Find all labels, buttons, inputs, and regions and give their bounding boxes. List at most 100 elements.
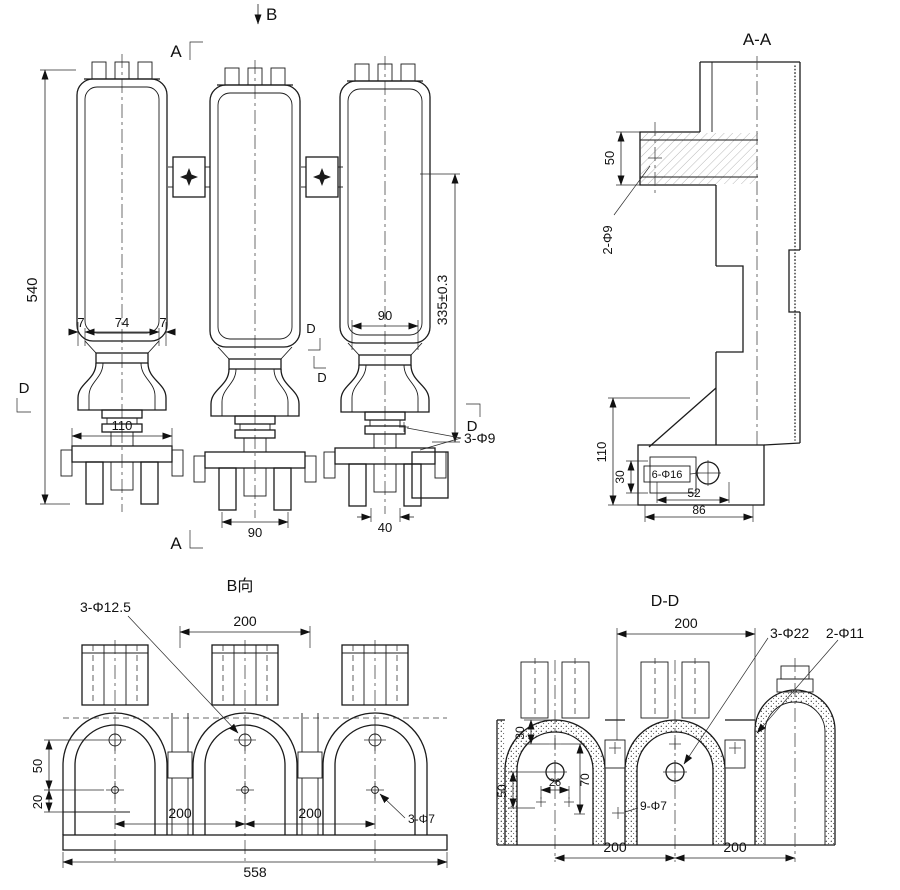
section-d-right-label: D (467, 418, 478, 435)
callout-6-phi16: 6-Φ16 (643, 465, 700, 483)
dim-30-aa-label: 30 (613, 470, 627, 484)
section-aa-view: A-A (594, 30, 801, 522)
dim-50-aa-label: 50 (602, 151, 617, 165)
connector-right (300, 156, 344, 198)
dim-26-dd: 26 (540, 777, 570, 799)
connector-left (167, 156, 211, 198)
label-9-phi7: 9-Φ7 (640, 799, 667, 813)
dd-arch-left (504, 657, 606, 863)
dim-200-b-bottom: 200 200 (114, 805, 376, 828)
dim-7-right-label: 7 (159, 315, 166, 330)
label-3-phi9: 3-Φ9 (464, 430, 496, 446)
dim-110-front: 110 (71, 418, 173, 450)
dim-40-label: 40 (378, 520, 392, 535)
section-a-bottom-marker: A (170, 530, 203, 553)
dim-70-dd: 70 (561, 743, 592, 815)
dim-200-dd-left-label: 200 (603, 839, 627, 855)
section-b-label: B (266, 5, 277, 24)
dim-7-74-7: 7 74 7 (68, 315, 176, 346)
b-arch-middle (192, 639, 298, 863)
dim-20-b-label: 20 (30, 795, 45, 809)
dim-110-aa: 110 (594, 397, 690, 506)
section-d-left-label: D (19, 380, 30, 397)
dim-50-aa: 50 (602, 131, 640, 186)
section-a-bottom-label: A (170, 534, 182, 553)
callout-3-phi7: 3-Φ7 (379, 793, 435, 826)
dim-52-label: 52 (687, 486, 701, 500)
dim-50-dd-label: 50 (495, 784, 509, 798)
callout-3-phi12-5: 3-Φ12.5 (80, 599, 239, 734)
dim-200-b-left-label: 200 (168, 805, 192, 821)
dd-section-view: D-D (495, 593, 864, 863)
pole-right (323, 55, 447, 515)
pole-left (60, 53, 184, 513)
section-d-right-marker: D (466, 403, 481, 435)
label-2-phi9: 2-Φ9 (600, 225, 615, 254)
dim-200-dd-top: 200 (616, 615, 756, 740)
label-3-phi7: 3-Φ7 (408, 812, 435, 826)
dim-86: 86 (644, 503, 754, 522)
dim-200-b-top-label: 200 (233, 613, 257, 629)
dim-540-label: 540 (24, 277, 41, 302)
b-view-title: B向 (227, 577, 254, 595)
label-3-phi22: 3-Φ22 (770, 625, 809, 641)
dim-50-b-label: 50 (30, 759, 45, 773)
section-b-marker: B (254, 4, 277, 25)
dim-200-b-right-label: 200 (298, 805, 322, 821)
pole-middle (193, 59, 317, 519)
dim-90-lower: 90 (221, 512, 289, 540)
pole-right-side-block (411, 451, 449, 499)
callout-3-phi22: 3-Φ22 (683, 625, 809, 765)
callout-3-phi9: 3-Φ9 (399, 422, 496, 451)
dim-26-dd-label: 26 (549, 777, 561, 789)
dim-50-dd: 50 (495, 771, 543, 809)
dim-90-lower-label: 90 (248, 525, 262, 540)
dd-title: D-D (651, 593, 679, 610)
b-direction-view: B向 3-Φ12.5 200 (30, 577, 448, 880)
callout-9-phi7: 9-Φ7 (624, 799, 667, 813)
section-d-left-marker: D (16, 380, 31, 413)
dim-30-aa: 30 (613, 460, 648, 494)
front-view: B A A D D D D (16, 4, 496, 553)
callout-2-phi9: 2-Φ9 (600, 165, 651, 255)
section-a-top-marker: A (170, 41, 203, 61)
b-arch-right (322, 639, 428, 863)
section-a-top-label: A (170, 42, 182, 61)
dim-200-b-top: 200 (179, 613, 311, 648)
dim-90-upper: 90 (351, 308, 419, 350)
dim-70-dd-label: 70 (578, 773, 592, 787)
dim-110-aa-label: 110 (594, 442, 609, 463)
callout-2-phi11: 2-Φ11 (756, 625, 864, 734)
label-6-phi16: 6-Φ16 (652, 469, 683, 481)
section-d-mid-lower-marker: D (313, 356, 327, 385)
dim-50-20-b: 50 20 (30, 739, 104, 813)
dim-200-dd-right-label: 200 (723, 839, 747, 855)
section-aa-title: A-A (743, 30, 772, 49)
dim-86-label: 86 (692, 503, 706, 517)
dim-335: 335±0.3 (420, 173, 460, 443)
label-2-phi11: 2-Φ11 (826, 625, 864, 641)
section-d-mid-upper-marker: D (306, 321, 321, 351)
dd-arch-middle (624, 657, 726, 863)
dim-74-label: 74 (115, 315, 129, 330)
label-3-phi12-5: 3-Φ12.5 (80, 599, 131, 615)
dim-558: 558 (62, 852, 448, 880)
dim-335-label: 335±0.3 (434, 275, 450, 326)
dim-110-front-label: 110 (112, 418, 133, 433)
dim-90-upper-label: 90 (378, 308, 392, 323)
b-structure (62, 713, 448, 851)
dim-200-dd-top-label: 200 (674, 615, 698, 631)
aa-outline (637, 56, 801, 506)
b-arch-left (62, 639, 168, 863)
dim-540: 540 (24, 69, 76, 505)
dim-52: 52 (656, 482, 730, 504)
dim-558-label: 558 (243, 864, 267, 880)
dim-7-left-label: 7 (77, 315, 84, 330)
dim-30-dd-label: 30 (513, 726, 527, 740)
section-d-mid-upper-label: D (306, 321, 315, 336)
section-d-mid-lower-label: D (317, 370, 326, 385)
dim-30-dd: 30 (513, 719, 550, 745)
dim-200-dd-bottom: 200 200 (554, 839, 796, 862)
